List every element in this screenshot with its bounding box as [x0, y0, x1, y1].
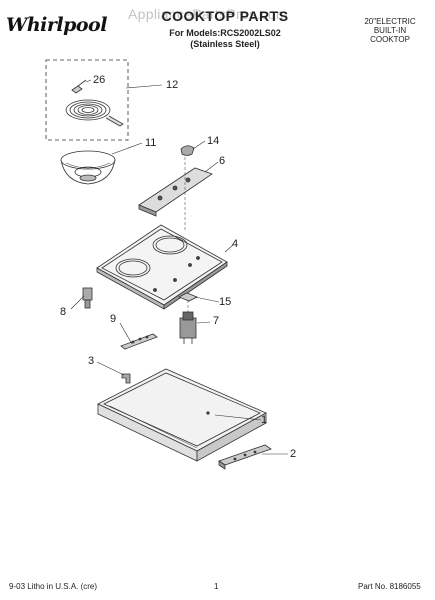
callout-9: 9: [110, 313, 117, 325]
model-info: For Models:RCS2002LS02 (Stainless Steel): [150, 28, 300, 50]
models-line: For Models:RCS2002LS02: [169, 28, 281, 38]
brace-part: [218, 444, 272, 470]
control-panel-part: [138, 167, 213, 217]
leader-lines: [70, 79, 288, 455]
callout-26: 26: [93, 74, 106, 86]
callout-14: 14: [207, 135, 220, 147]
page-number: 1: [214, 582, 219, 591]
callout-11: 11: [145, 137, 157, 149]
product-spec: 20"ELECTRIC BUILT-IN COOKTOP: [355, 17, 425, 44]
callout-15: 15: [219, 296, 232, 308]
callout-7: 7: [213, 315, 220, 327]
element-group-box: [45, 59, 129, 141]
infinite-switch-part: [179, 311, 197, 344]
clip-part: [121, 373, 131, 384]
terminal-clip-part: [71, 79, 87, 94]
part-number: Part No. 8186055: [358, 582, 421, 591]
callout-12: 12: [166, 79, 179, 91]
page-title: COOKTOP PARTS: [161, 8, 289, 24]
drip-bowl-part: [60, 150, 116, 185]
terminal-block-part: [82, 287, 93, 309]
whirlpool-logo: Whirlpool: [6, 14, 107, 36]
callout-1: 1: [261, 414, 268, 426]
mounting-strip-part: [120, 333, 158, 350]
callout-8: 8: [60, 306, 67, 318]
callout-3: 3: [88, 355, 95, 367]
watermark: AppliancePartsPros.com: [128, 6, 288, 22]
burner-box-part: [97, 368, 267, 462]
spec-line-3: COOKTOP: [370, 35, 410, 44]
surface-element-part: [65, 99, 124, 127]
callout-2: 2: [290, 448, 297, 460]
knob-part: [180, 145, 195, 156]
bracket-part: [178, 292, 198, 302]
litho-note: 9-03 Litho in U.S.A. (cre): [9, 582, 98, 591]
callout-6: 6: [219, 155, 226, 167]
cooktop-surface-part: [96, 224, 228, 310]
callout-4: 4: [232, 238, 239, 250]
finish-line: (Stainless Steel): [190, 39, 260, 49]
spec-line-2: BUILT-IN: [373, 26, 407, 35]
spec-line-1: 20"ELECTRIC: [364, 17, 416, 26]
